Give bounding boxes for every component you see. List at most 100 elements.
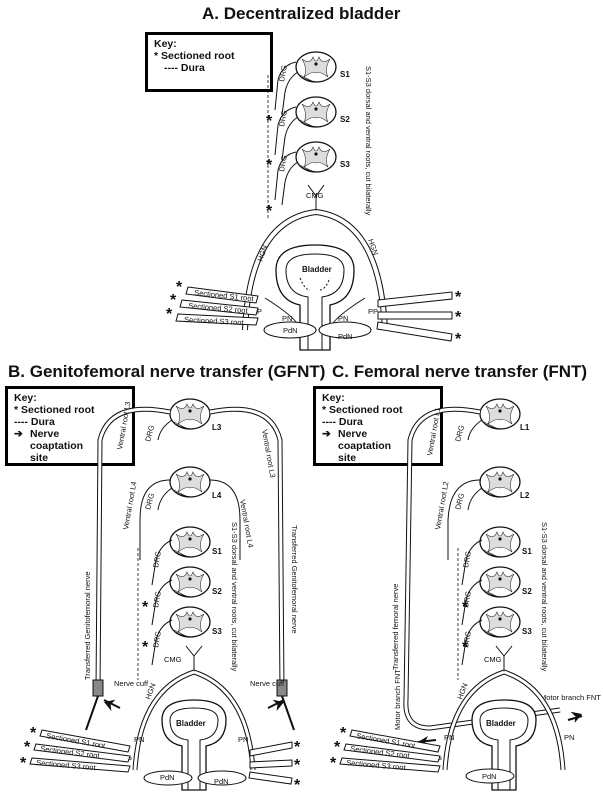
panel-c-key: Key: * Sectioned root ---- Dura ➔ Nerve … (313, 386, 443, 466)
coaptation-arrow-icon (570, 708, 585, 724)
spinal-cord-section-icon (479, 398, 521, 430)
spinal-cord-section-icon (169, 398, 211, 430)
motor-branch-label: Motor branch FNT (540, 693, 601, 702)
drg-label: DRG (143, 424, 156, 443)
ventral-root-label: Ventral root L4 (121, 481, 138, 531)
pdn-label: PdN (214, 777, 229, 786)
spinal-cord-section-icon (479, 526, 521, 558)
sectioned-root-label: Sectioned S3 root (184, 315, 245, 327)
spinal-cord-section-icon (295, 141, 337, 173)
drg-label: DRG (277, 64, 289, 82)
ventral-root-label: Ventral root L3 (115, 401, 132, 451)
pdn-label: PdN (160, 773, 175, 782)
segment-label: S1 (340, 70, 350, 79)
panel-b-diagram: L3 L4 Ventral root L3 Ventral root L4 Ve… (20, 398, 301, 794)
pdn-label: PdN (283, 326, 298, 335)
pdn-label: PdN (338, 332, 353, 341)
pn-label: PN (444, 733, 454, 742)
sectioned-root-label: Sectioned S2 root (188, 301, 249, 315)
key-item-sectioned-root: * Sectioned root (14, 404, 95, 416)
sectioned-root-asterisk: * (176, 279, 183, 296)
spinal-cord-section-icon (295, 51, 337, 83)
cmg-label: CMG (164, 655, 182, 664)
drg-label: DRG (461, 550, 473, 568)
segment-label: S3 (522, 627, 532, 636)
key-title: Key: (154, 38, 177, 50)
pn-label: PN (338, 314, 348, 323)
pn-label: PN (134, 735, 144, 744)
sectioned-root-asterisk: * (266, 113, 273, 130)
sectioned-root-asterisk: * (266, 157, 273, 174)
cut-note: S1-S3 dorsal and ventral roots, cut bila… (230, 522, 239, 671)
sectioned-root-asterisk: * (166, 306, 173, 323)
sectioned-root-asterisk: * (294, 757, 301, 774)
sectioned-root-asterisk: * (334, 739, 341, 756)
panel-a-key: Key: * Sectioned root ---- Dura (145, 32, 273, 92)
segment-label: S1 (212, 547, 222, 556)
ventral-root-label: Ventral root L4 (238, 499, 255, 549)
sectioned-root-asterisk: * (142, 599, 149, 616)
key-title: Key: (322, 392, 345, 404)
spinal-cord-section-icon (479, 466, 521, 498)
spinal-cord-section-icon (169, 566, 211, 598)
drg-label: DRG (277, 109, 289, 127)
sectioned-root-asterisk: * (294, 777, 301, 794)
sectioned-root-asterisk: * (30, 725, 37, 742)
drg-label: DRG (461, 590, 473, 608)
drg-label: DRG (453, 424, 466, 443)
segment-label: S2 (340, 115, 350, 124)
transferred-nerve-label: Transferred Genitofemoral nerve (83, 571, 92, 680)
sectioned-root-asterisk: * (455, 289, 462, 306)
cut-note: S1-S3 dorsal and ventral roots, cut bila… (540, 522, 549, 671)
drg-label: DRG (143, 492, 156, 511)
sectioned-root-asterisk: * (266, 203, 273, 220)
transferred-nerve-label: Transferred femoral nerve (391, 584, 400, 670)
pn-label: PN (238, 735, 248, 744)
spinal-cord-section-icon (295, 96, 337, 128)
segment-label: S3 (340, 160, 350, 169)
sectioned-root-asterisk: * (462, 639, 469, 656)
bladder-icon (275, 244, 355, 351)
segment-label: L2 (520, 491, 530, 500)
pn-label: PN (282, 314, 292, 323)
sectioned-root-asterisk: * (20, 755, 27, 772)
cmg-label: CMG (306, 191, 324, 200)
drg-label: DRG (151, 590, 163, 608)
segment-label: S2 (522, 587, 532, 596)
key-item-dura: ---- Dura (14, 416, 55, 428)
coaptation-arrow-icon: ➔ (14, 428, 23, 440)
panel-c-title: C. Femoral nerve transfer (FNT) (332, 362, 588, 381)
drg-label: DRG (461, 630, 473, 648)
ventral-root-label: Ventral root L3 (260, 429, 277, 479)
key-coaptation-label: Nerve coaptation site (30, 428, 84, 464)
spinal-cord-section-icon (169, 606, 211, 638)
panel-b-key: Key: * Sectioned root ---- Dura ➔ Nerve … (5, 386, 135, 466)
segment-label: S3 (212, 627, 222, 636)
segment-label: L3 (212, 423, 222, 432)
sectioned-root-label: Sectioned S3 root (36, 758, 97, 772)
panel-c-diagram: L1 L2 Ventral root L1 Ventral root L2 DR… (330, 398, 601, 791)
hgn-label: HGN (255, 244, 269, 263)
sectioned-root-asterisk: * (455, 309, 462, 326)
bladder-label: Bladder (176, 719, 206, 728)
sectioned-root-label: Sectioned S3 root (346, 758, 407, 772)
spinal-cord-section-icon (479, 606, 521, 638)
sectioned-root-asterisk: * (330, 755, 337, 772)
drg-label: DRG (151, 630, 163, 648)
key-item-sectioned-root: * Sectioned root (154, 50, 235, 62)
key-item-sectioned-root: * Sectioned root (322, 404, 403, 416)
sectioned-root-asterisk: * (170, 292, 177, 309)
sectioned-root-asterisk: * (294, 739, 301, 756)
key-item-dura: ---- Dura (322, 416, 363, 428)
bladder-label: Bladder (302, 265, 332, 274)
segment-label: L4 (212, 491, 222, 500)
pdn-label: PdN (482, 772, 497, 781)
spinal-cord-section-icon (479, 566, 521, 598)
spinal-cord-section-icon (169, 466, 211, 498)
segment-label: L1 (520, 423, 530, 432)
panel-a-diagram: S1 S2 S3 DRG DRG DRG * * * S1-S3 dorsal … (166, 51, 462, 351)
spinal-cord-section-icon (169, 526, 211, 558)
motor-branch-label: Motor branch FNT (393, 669, 402, 730)
sectioned-root-asterisk: * (462, 599, 469, 616)
